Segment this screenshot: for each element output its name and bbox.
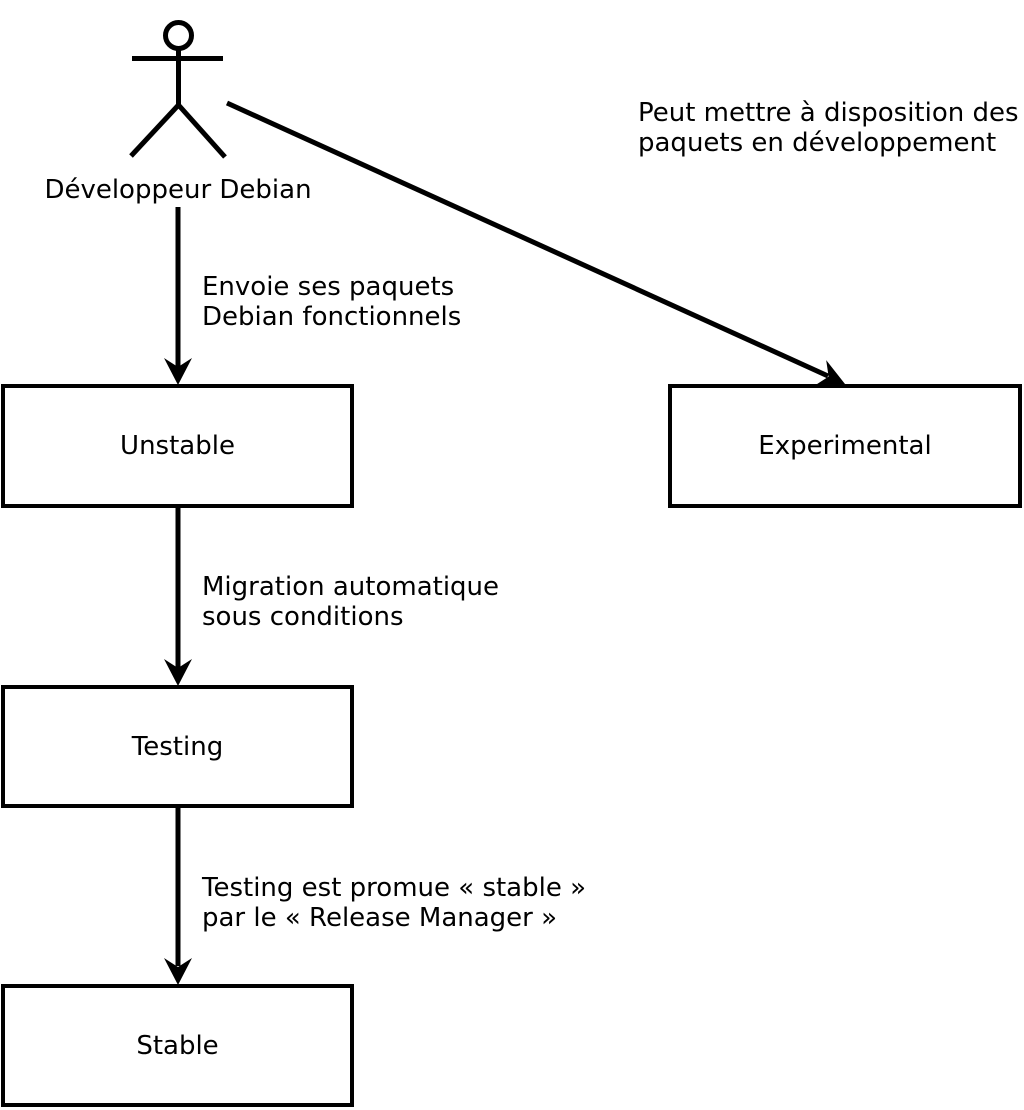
edge-label-experimental: Peut mettre à disposition des paquets en… xyxy=(638,98,1019,158)
node-unstable: Unstable xyxy=(1,384,354,508)
actor-left-leg xyxy=(129,103,181,158)
edge-testing-to-stable xyxy=(164,808,192,985)
arrowhead-icon xyxy=(164,958,192,985)
edge-label-line: Testing est promue « stable » xyxy=(202,873,587,903)
node-testing-label: Testing xyxy=(131,731,224,762)
edge-unstable-to-testing xyxy=(164,508,192,686)
node-experimental-label: Experimental xyxy=(758,431,932,461)
edge-label-line: Migration automatique xyxy=(202,572,500,602)
actor-right-leg xyxy=(176,103,227,159)
edge-label-line: paquets en développement xyxy=(638,128,997,158)
edge-actor-to-experimental xyxy=(225,100,845,386)
actor-head xyxy=(163,20,194,51)
node-testing: Testing xyxy=(1,685,354,808)
arrowhead-icon xyxy=(164,659,192,686)
edge-label-upload: Envoie ses paquets Debian fonctionnels xyxy=(202,272,461,332)
edge-label-line: sous conditions xyxy=(202,602,404,632)
node-unstable-label: Unstable xyxy=(120,431,235,461)
arrowhead-icon xyxy=(164,358,192,385)
edge-label-line: par le « Release Manager » xyxy=(202,903,558,933)
edge-label-migration: Migration automatique sous conditions xyxy=(202,572,499,632)
edge-label-promotion: Testing est promue « stable » par le « R… xyxy=(202,873,586,933)
edge-actor-to-unstable xyxy=(164,207,192,385)
edge-label-line: Peut mettre à disposition des xyxy=(638,98,1019,128)
arrowhead-icon xyxy=(814,360,845,386)
node-stable-label: Stable xyxy=(136,1030,219,1061)
actor-label: Développeur Debian xyxy=(44,175,312,205)
node-experimental: Experimental xyxy=(668,384,1022,508)
edge-label-line: Debian fonctionnels xyxy=(202,302,462,332)
actor-figure-icon xyxy=(129,20,227,159)
node-stable: Stable xyxy=(1,984,354,1107)
edge-label-line: Envoie ses paquets xyxy=(202,272,455,302)
